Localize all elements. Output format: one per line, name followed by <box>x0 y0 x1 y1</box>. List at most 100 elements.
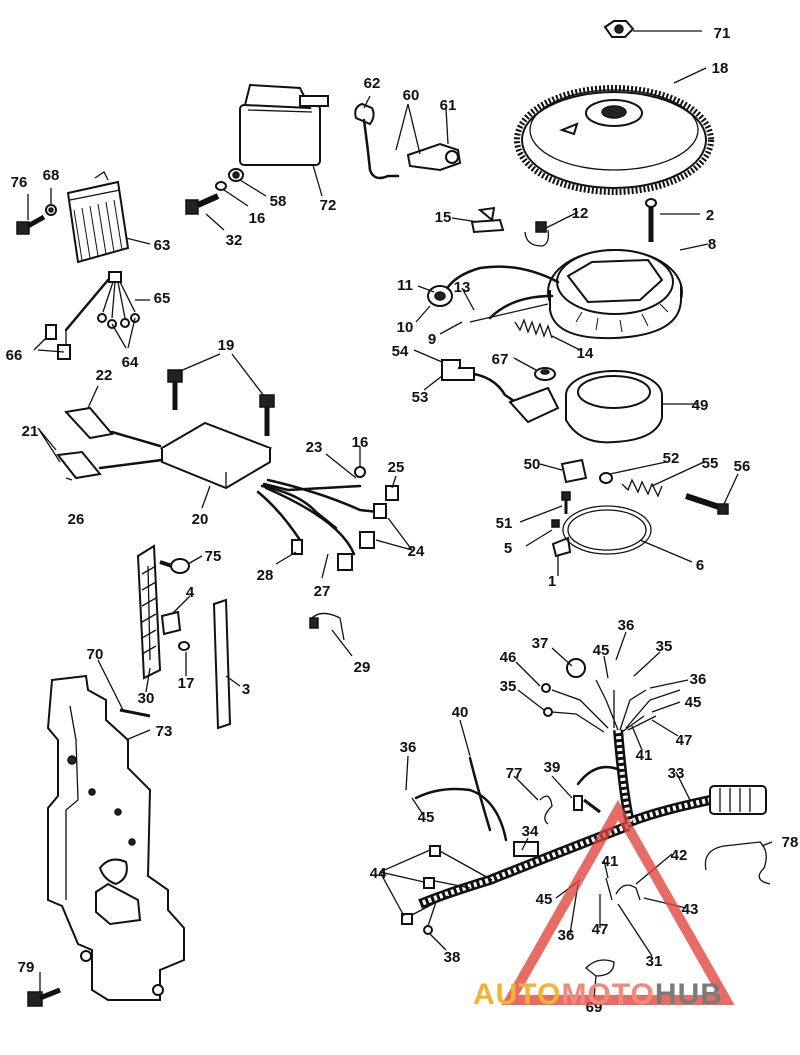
nut-71 <box>603 20 635 38</box>
callout-p41b: 41 <box>602 853 619 870</box>
callout-p25: 25 <box>388 459 405 476</box>
callout-p58: 58 <box>270 193 287 210</box>
screw-79 <box>27 987 61 1007</box>
callout-p27: 27 <box>314 583 331 600</box>
callout-p53: 53 <box>412 389 429 406</box>
callout-p9: 9 <box>428 331 436 348</box>
callout-p65: 65 <box>154 290 171 307</box>
regulator-63 <box>66 171 130 264</box>
connector-26 <box>56 450 164 480</box>
callout-p66: 66 <box>6 347 23 364</box>
callout-p36b: 36 <box>690 671 707 688</box>
callout-p31: 31 <box>646 953 663 970</box>
terminal-block-30 <box>136 544 162 680</box>
callout-p79: 79 <box>18 959 35 976</box>
watermark-auto: AUTO <box>473 978 561 1011</box>
bracket-50 <box>560 458 588 484</box>
callout-p21: 21 <box>22 423 39 440</box>
callout-p46: 46 <box>500 649 517 666</box>
callout-p28: 28 <box>257 567 274 584</box>
callout-p42: 42 <box>671 847 688 864</box>
callout-p75: 75 <box>205 548 222 565</box>
callout-p72: 72 <box>320 197 337 214</box>
watermark-brand: AUTOMOTOHUB <box>473 978 723 1011</box>
callout-p73: 73 <box>156 723 173 740</box>
callout-p60: 60 <box>403 87 420 104</box>
callout-p12: 12 <box>572 205 589 222</box>
callout-p52: 52 <box>663 450 680 467</box>
callout-p8: 8 <box>708 236 716 253</box>
callout-p61: 61 <box>440 97 457 114</box>
callout-p62: 62 <box>364 75 381 92</box>
callout-p68: 68 <box>43 167 60 184</box>
callout-p23: 23 <box>306 439 323 456</box>
cover-3 <box>212 598 232 730</box>
callout-p30: 30 <box>138 690 155 707</box>
callout-p54: 54 <box>392 343 409 360</box>
callout-p2: 2 <box>706 207 714 224</box>
watermark-moto: MOTO <box>561 978 654 1011</box>
callout-p63: 63 <box>154 237 171 254</box>
callout-p40: 40 <box>452 704 469 721</box>
spring-55 <box>621 478 663 498</box>
callout-p37: 37 <box>532 635 549 652</box>
hook-78 <box>704 841 771 885</box>
callout-p51: 51 <box>496 515 513 532</box>
leads-65 <box>45 271 140 360</box>
leader-lines <box>27 30 773 999</box>
pin-70 <box>119 708 151 718</box>
clip-41-42 <box>605 877 641 901</box>
ring-6 <box>562 505 652 555</box>
connector-22 <box>64 406 162 448</box>
callout-p1: 1 <box>548 573 556 590</box>
power-pack-20 <box>159 421 273 490</box>
lockwasher-16 <box>215 181 227 191</box>
nut-16b <box>354 466 366 478</box>
callout-p49: 49 <box>692 397 709 414</box>
callout-p43: 43 <box>682 901 699 918</box>
screw-56 <box>685 493 729 515</box>
callout-p41a: 41 <box>636 747 653 764</box>
screws-19 <box>167 369 275 436</box>
callout-p45a: 45 <box>593 642 610 659</box>
callout-p47a: 47 <box>676 732 693 749</box>
callout-p26: 26 <box>68 511 85 528</box>
callout-p18: 18 <box>712 60 729 77</box>
watermark-hub: HUB <box>655 978 723 1011</box>
ignition-coil-72 <box>239 83 329 166</box>
callout-p17: 17 <box>178 675 195 692</box>
strap-29 <box>309 612 345 641</box>
callout-p5: 5 <box>504 540 512 557</box>
sensor-54 <box>441 359 522 407</box>
callout-p77: 77 <box>506 765 523 782</box>
callout-p36a: 36 <box>618 617 635 634</box>
screw-2 <box>645 198 657 242</box>
grommet-67 <box>534 367 556 381</box>
watermark-logo: AUTOMOTOHUB <box>473 799 735 1011</box>
callout-p16a: 16 <box>249 210 266 227</box>
callout-p45d: 45 <box>536 891 553 908</box>
callout-p34: 34 <box>522 823 539 840</box>
spark-boot-61 <box>406 142 462 172</box>
callout-p19: 19 <box>218 337 235 354</box>
nut-52 <box>599 472 613 484</box>
callout-p45b: 45 <box>685 694 702 711</box>
callout-p50: 50 <box>524 456 541 473</box>
washer-58 <box>228 168 244 182</box>
callout-p71: 71 <box>714 25 731 42</box>
washer-68 <box>45 204 57 216</box>
callout-p78: 78 <box>782 834 799 851</box>
screw-5 <box>551 519 560 528</box>
callout-p70: 70 <box>87 646 104 663</box>
callout-p47b: 47 <box>592 921 609 938</box>
callout-p20: 20 <box>192 511 209 528</box>
power-pack-leads <box>256 478 399 571</box>
callout-p33: 33 <box>668 765 685 782</box>
callout-p13: 13 <box>454 279 471 296</box>
spring-14 <box>514 318 553 339</box>
callout-p15: 15 <box>435 209 452 226</box>
screw-75 <box>159 558 190 574</box>
callout-p64: 64 <box>122 354 139 371</box>
